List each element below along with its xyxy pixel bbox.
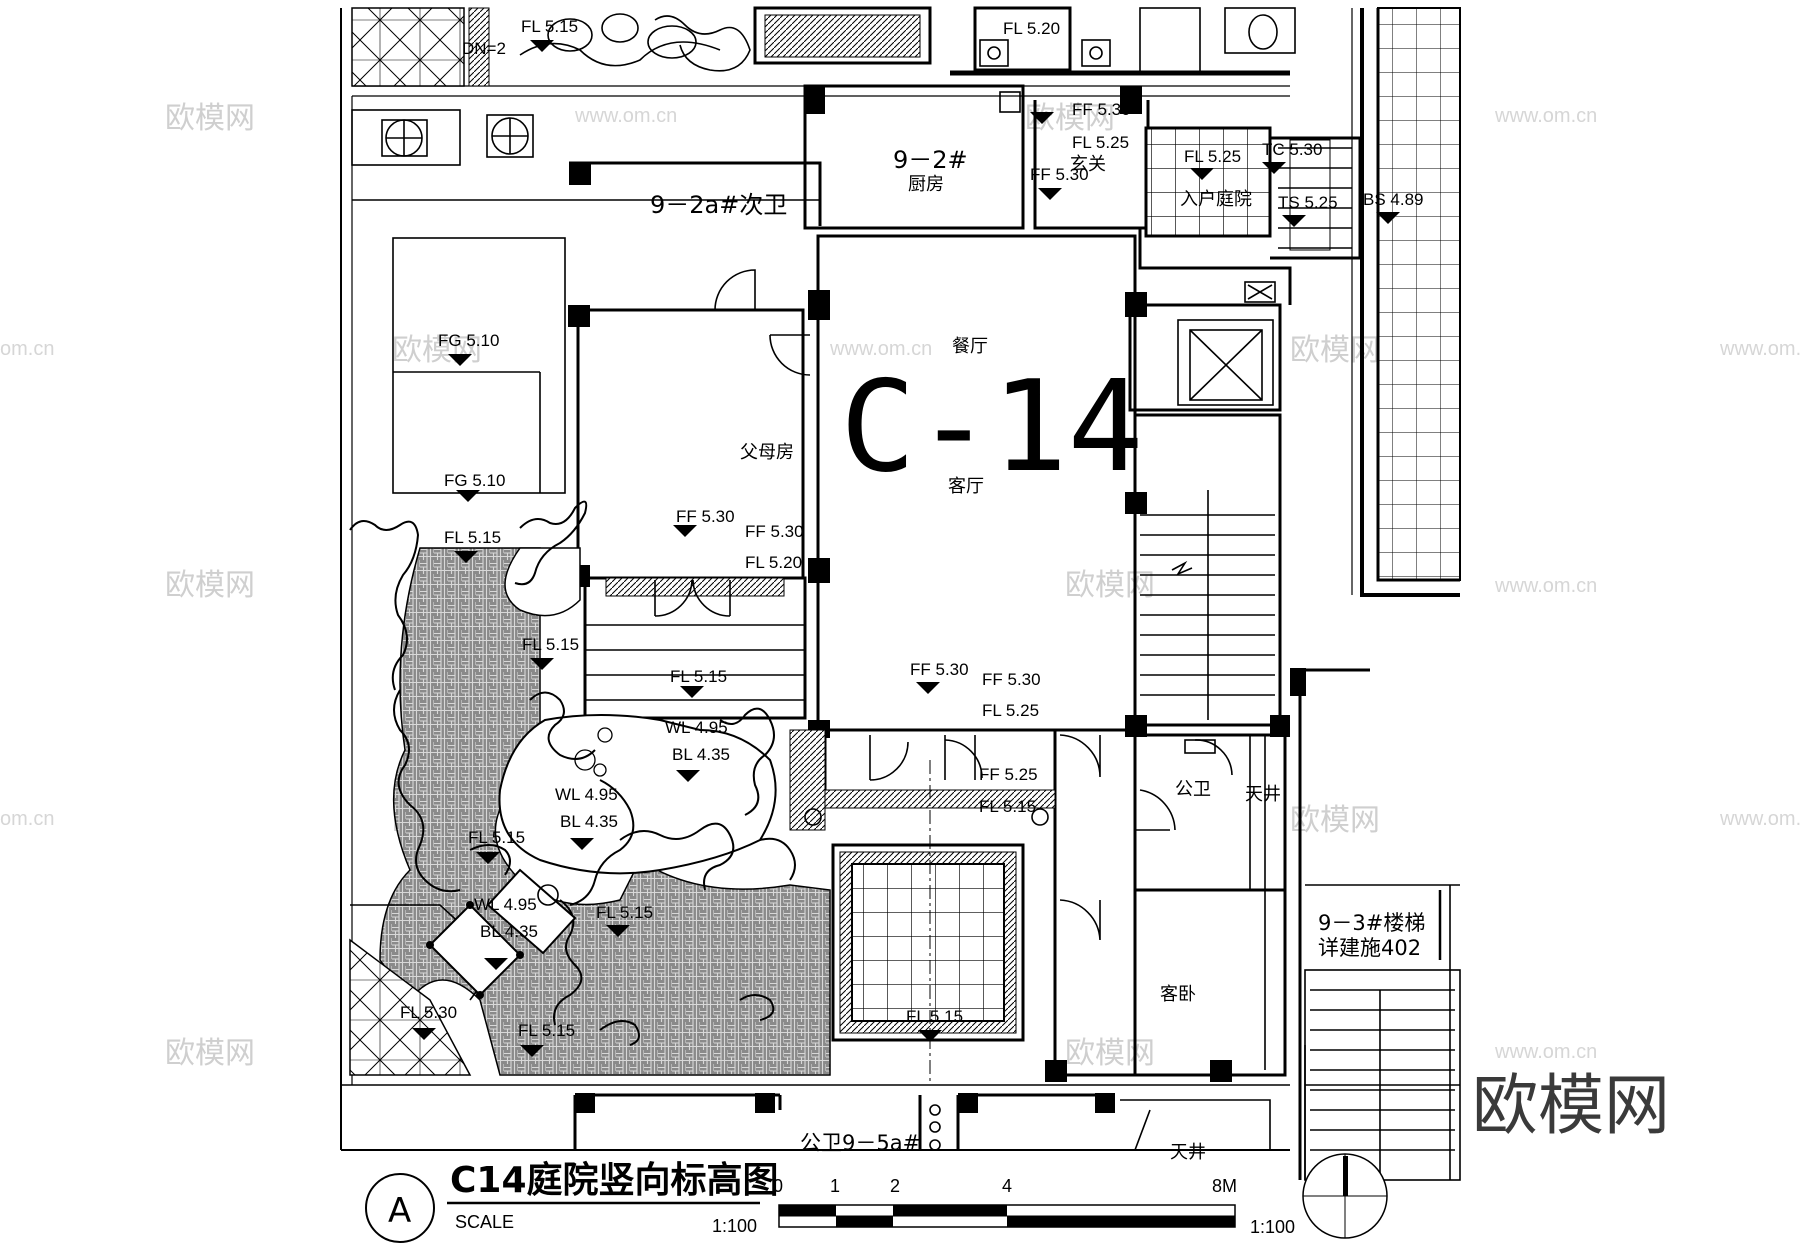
watermark: 欧模网 [392,333,482,368]
level-label: FF 5.30 [745,522,804,541]
level-label: FL 5.20 [745,553,802,572]
room-label-dining: 餐厅 [952,336,988,357]
level-label: FF 5.30 [676,507,735,526]
room-label-public-bath: 公卫 [1175,779,1211,800]
level-label: FF 5.30 [1030,165,1089,184]
room-label-stair: 9－3#楼梯 [1318,911,1425,935]
level-label: BL 4.35 [672,745,730,764]
room-label-guest-bed: 客卧 [1160,984,1196,1005]
room-label-entry-court: 入户庭院 [1180,189,1252,210]
level-label: BL 4.35 [560,812,618,831]
watermark-url: www.om.cn [574,105,677,127]
watermark-url: www.om.cn [1494,105,1597,127]
north-arrow-icon [1302,1153,1388,1239]
level-label: FL 5.15 [596,903,653,922]
top-strip [351,6,1296,87]
level-label: FL 5.15 [468,828,525,847]
room-label-bottom-bath: 公卫9－5a# [800,1131,920,1155]
title-block: A C14庭院竖向标高图 SCALE 1:100 [341,1149,1290,1243]
watermark: 欧模网 [165,1036,255,1071]
watermark-url: www.om.cn [829,338,932,360]
scale-word: SCALE [455,1212,514,1232]
room-label-bottom-well: 天井 [1170,1142,1206,1163]
room-label-parents: 父母房 [740,442,794,463]
room-label-light-well: 天井 [1245,784,1281,805]
watermark-url: www.om.cn [1494,1041,1597,1063]
level-label: FL 5.20 [1003,19,1060,38]
unit-code: C-14 [840,353,1143,500]
level-label: FL 5.30 [400,1003,457,1022]
room-label-kitchen: 厨房 [908,174,944,195]
level-label: WL 4.95 [555,785,618,804]
level-label: FF 5.30 [910,660,969,679]
house-walls [568,7,1461,1181]
watermark: 欧模网 [165,101,255,136]
watermark-url: om.cn [0,808,54,830]
room-label-secondary-bath: 9－2a#次卫 [650,191,787,219]
bottom-strip [341,1084,1290,1151]
level-label: FL 5.25 [1184,147,1241,166]
level-label: FL 5.15 [518,1021,575,1040]
watermark-url: www.om.cn [1719,808,1800,830]
level-label: FL 5.15 [444,528,501,547]
level-label: FL 5.15 [979,797,1036,816]
scale-tick: 8M [1212,1176,1237,1196]
drawing-title: C14庭院竖向标高图 [450,1160,779,1201]
level-label: BL 4.35 [480,922,538,941]
level-label: FF 5.30 [982,670,1041,689]
level-label: FL 5.15 [670,667,727,686]
watermark-url: www.om.cn [1494,575,1597,597]
ac-units [351,109,820,201]
scale-tick: 0 [773,1176,783,1196]
gazebo [426,868,577,999]
room-label-stair-ref: 详建施402 [1318,936,1421,960]
scale-ratio: 1:100 [712,1216,757,1236]
scale-tick: 1 [830,1176,840,1196]
plant-symbols [574,727,613,777]
scale-ratio: 1:100 [1250,1217,1295,1237]
watermark-url: www.om.cn [1719,338,1800,360]
level-label: TS 5.25 [1278,193,1338,212]
watermark: 欧模网 [1065,568,1155,603]
elevation-markers [412,40,1400,1057]
watermark: 欧模网 [1065,1036,1155,1071]
level-label: FL 5.15 [906,1007,963,1026]
watermark: 欧模网 [1290,803,1380,838]
level-label: FL 5.15 [522,635,579,654]
level-label: FL 5.25 [982,701,1039,720]
level-label: WL 4.95 [665,718,728,737]
level-label: BS 4.89 [1363,190,1424,209]
level-label: FL 5.25 [1072,133,1129,152]
view-letter: A [388,1191,411,1231]
scale-bar: 0 1 2 4 8M 1:100 [773,1176,1295,1237]
level-label: FG 5.10 [438,331,499,350]
level-label: FF 5.30 [1072,100,1131,119]
room-label-foyer: 玄关 [1070,154,1106,175]
room-label-kitchen-code: 9－2# [893,146,968,174]
level-label: FF 5.25 [979,765,1038,784]
room-label-living: 客厅 [948,476,984,497]
brand-logo: 欧模网 [1472,1067,1670,1144]
level-label: FG 5.10 [444,471,505,490]
level-label: WL 4.95 [474,895,537,914]
watermark: 欧模网 [165,568,255,603]
watermark-url: om.cn [0,338,54,360]
level-label: FL 5.15 [521,17,578,36]
level-label: TC 5.30 [1262,140,1322,159]
rockery-outlines [349,500,796,1046]
level-label: DN=2 [462,39,506,58]
elevation-labels: FL 5.15 DN=2 FL 5.20 FF 5.30 FL 5.25 FF … [400,17,1424,1040]
watermark: 欧模网 [1290,333,1380,368]
scale-tick: 4 [1002,1176,1012,1196]
planter-boxes [392,237,566,494]
scale-tick: 2 [890,1176,900,1196]
